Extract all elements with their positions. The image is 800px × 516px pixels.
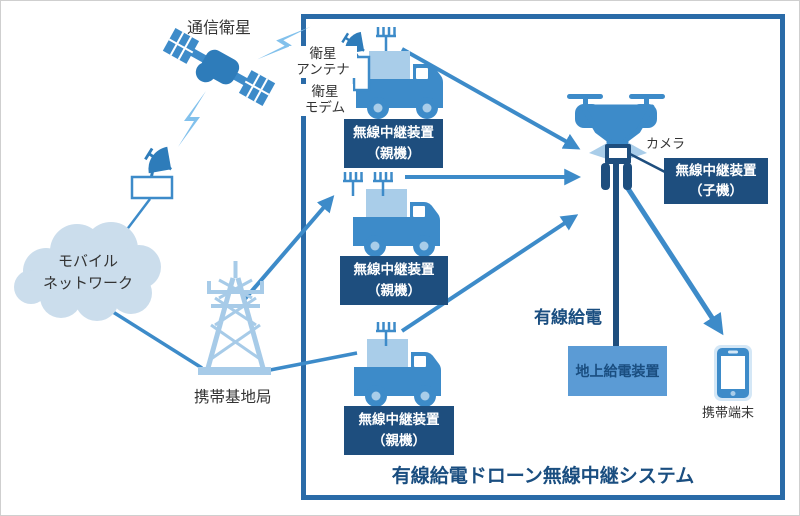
mobile-network-label: モバイル ネットワーク: [19, 251, 157, 295]
relay-parent-3-line1: 無線中継装置: [358, 412, 440, 428]
link-cloud-to-base-station: [112, 310, 203, 370]
relay-child-box: 無線中継装置 （子機）: [664, 158, 768, 204]
relay-parent-1-line2: （親機）: [366, 145, 421, 161]
wired-power-label: 有線給電: [534, 308, 602, 327]
relay-parent-box-3: 無線中継装置 （親機）: [344, 406, 454, 455]
comm-satellite-label: 通信衛星: [187, 20, 252, 37]
ground-power-unit-label: 地上給電装置: [575, 363, 660, 379]
satellite-antenna-label-line2: アンテナ: [296, 62, 350, 78]
camera-label: カメラ: [646, 136, 686, 151]
base-station-tower-icon: [198, 261, 271, 375]
relay-child-line2: （子機）: [689, 183, 743, 198]
mobile-network-label-line2: ネットワーク: [42, 274, 133, 292]
arrow-truck3-to-drone: [400, 214, 579, 333]
mobile-network-label-line1: モバイル: [57, 253, 118, 270]
arrow-base-station-to-truck2: [242, 195, 335, 302]
relay-parent-2-line1: 無線中継装置: [353, 262, 435, 278]
cloud-icon: [14, 222, 161, 321]
drone-icon: [567, 94, 665, 190]
system-boundary-frame: [301, 14, 785, 500]
mobile-terminal-label: 携帯端末: [702, 405, 755, 420]
drone-leg: [623, 163, 632, 190]
satellite-modem-label-line2: モデム: [304, 100, 346, 116]
relay-child-line1: 無線中継装置: [675, 162, 757, 178]
satellite-icon: [162, 27, 276, 107]
antenna-icon: [374, 25, 398, 53]
pointer-line-child-unit: [629, 152, 666, 174]
relay-parent-box-2: 無線中継装置 （親機）: [340, 256, 448, 305]
lightning-bolt-icon: [178, 91, 206, 147]
drone-leg: [601, 163, 610, 190]
satellite-modem-label: 衛星 モデム: [297, 84, 353, 117]
arrow-drone-to-terminal: [624, 185, 724, 336]
relay-truck-2-icon: [341, 170, 440, 257]
link-base-station-to-truck3: [269, 351, 358, 372]
relay-parent-1-line1: 無線中継装置: [353, 125, 434, 141]
smartphone-icon: [714, 345, 752, 401]
relay-parent-2-line2: （親機）: [367, 282, 421, 298]
relay-truck-3-icon: [354, 320, 441, 407]
satellite-antenna-label: 衛星 アンテナ: [289, 46, 357, 79]
base-station-label: 携帯基地局: [194, 389, 272, 406]
relay-parent-3-line2: （親機）: [372, 432, 426, 448]
antenna-icon: [341, 170, 365, 198]
ground-power-unit-box: 地上給電装置: [568, 346, 667, 396]
satellite-antenna-label-line1: 衛星: [309, 46, 337, 61]
system-title: 有線給電ドローン無線中継システム: [391, 466, 695, 487]
satellite-modem-label-line1: 衛星: [311, 84, 339, 99]
satellite-gateway-icon: [130, 144, 174, 200]
relay-parent-box-1: 無線中継装置 （親機）: [344, 119, 443, 168]
